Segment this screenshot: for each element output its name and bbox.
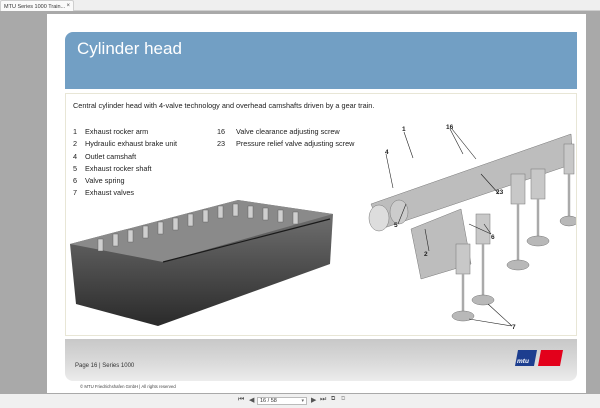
next-page-button[interactable]: ▶ [311,397,317,404]
page-label: Page 16 | Series 1000 [75,363,135,369]
callout-6: 6 [491,234,495,241]
last-page-button[interactable]: ⏭ [320,396,327,403]
paste-icon[interactable]: ⧉ [341,396,346,402]
footer-band: Page 16 | Series 1000 mtu [65,339,577,381]
page-dropdown-icon[interactable]: ▾ [301,398,304,404]
content-box: Central cylinder head with 4-valve techn… [65,93,577,336]
pdf-toolbar: ⏮ ◀ 16 / 58 ▾ ▶ ⏭ ⧉ ⧉ [0,394,600,408]
page-number-input[interactable]: 16 / 58 ▾ [257,397,307,405]
cylinder-head-image [70,200,333,326]
title-band: Cylinder head [65,32,577,89]
slide-page: Cylinder head Central cylinder head with… [47,14,586,393]
callout-2: 2 [424,251,428,258]
callout-7: 7 [512,324,516,331]
copy-icon[interactable]: ⧉ [331,396,336,402]
copyright: © MTU Friedrichshafen GmbH | All rights … [80,384,176,389]
callout-5: 5 [394,222,398,229]
close-tab-icon[interactable]: × [66,3,70,9]
valve-train-image [368,128,576,327]
svg-text:mtu: mtu [517,358,529,365]
prev-page-button[interactable]: ◀ [249,397,255,404]
browser-tab[interactable]: MTU Series 1000 Train... × [0,0,74,12]
first-page-button[interactable]: ⏮ [238,396,245,403]
slide-title: Cylinder head [77,39,182,58]
callout-1: 1 [402,126,406,133]
document-viewer[interactable]: Cylinder head Central cylinder head with… [0,11,600,394]
callout-23: 23 [496,189,504,196]
browser-tab-bar: MTU Series 1000 Train... × [0,0,600,12]
tab-title: MTU Series 1000 Train... [4,4,66,10]
intro-text: Central cylinder head with 4-valve techn… [73,101,375,110]
mtu-logo: mtu [515,350,563,366]
callout-4: 4 [385,149,389,156]
callout-16: 16 [446,124,454,131]
